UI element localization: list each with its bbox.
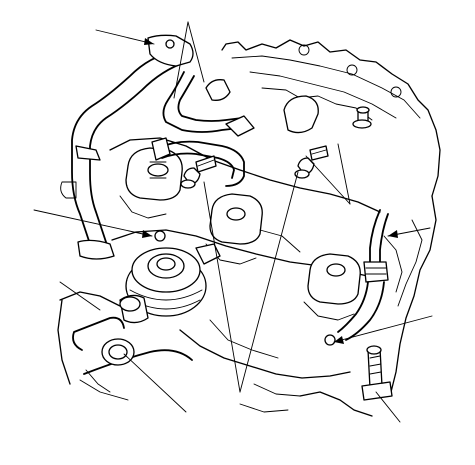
leader-top-left: [95, 29, 155, 45]
breather-pipe: [151, 71, 255, 187]
coolant-hose: [60, 34, 194, 260]
leader-right-bracket: [337, 143, 351, 205]
vacuum-hose: [337, 209, 389, 341]
leader-bottom-left: [123, 353, 187, 413]
leader-right-lower: [333, 315, 433, 343]
leader-left-middle: [33, 209, 153, 237]
lower-pipe: [72, 294, 193, 393]
mounting-bolts: [154, 145, 336, 346]
egr-valve: [125, 243, 221, 317]
engine-block: [57, 39, 441, 417]
leader-top-center: [173, 21, 189, 99]
intake-manifold: [109, 95, 381, 321]
leader-lower-left: [59, 281, 101, 311]
leader-bottom-center: [203, 181, 241, 393]
callout-leaders: [33, 21, 433, 423]
leader-bottom-right: [375, 391, 401, 423]
stud-bolt: [361, 345, 393, 401]
